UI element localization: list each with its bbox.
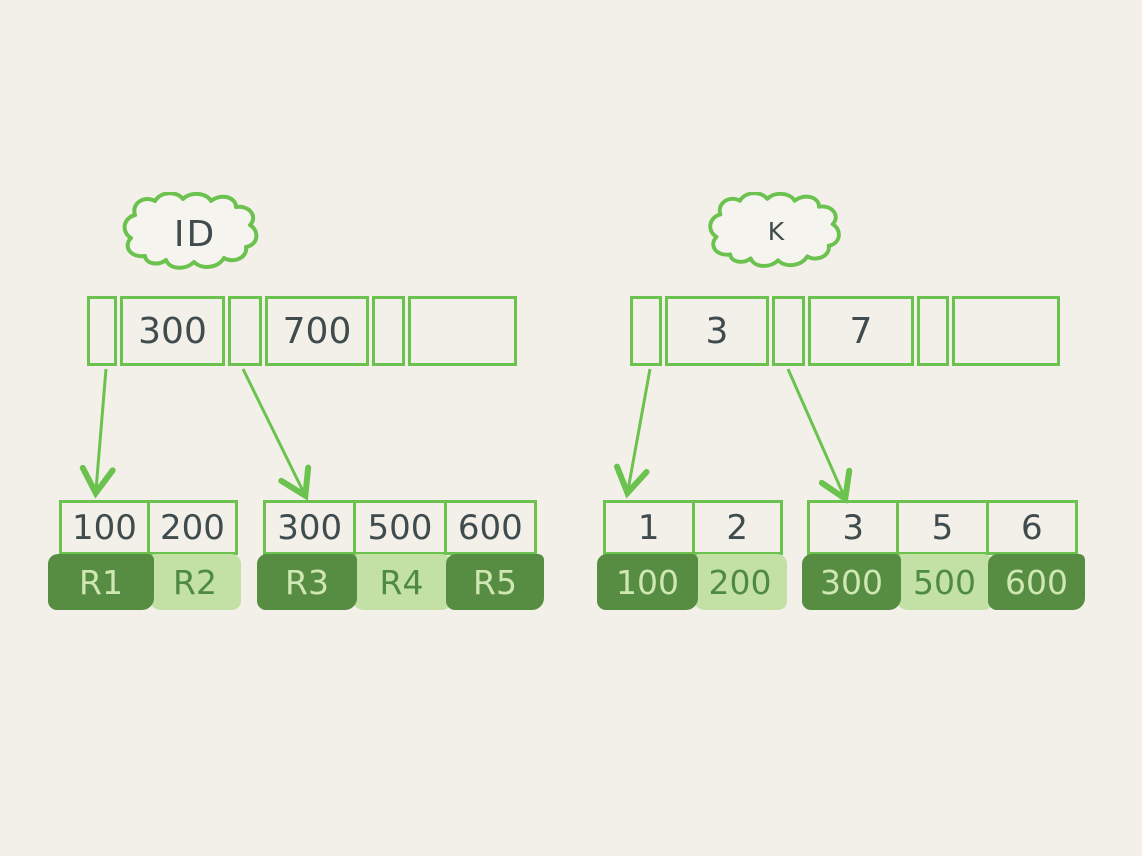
arrow-k-root-to-leaf1 <box>613 368 652 499</box>
leaf-key-cell: 100 <box>72 507 137 548</box>
value-block: 200 <box>693 554 787 610</box>
root-node: 3 7 <box>630 296 1060 366</box>
leaf-key-cell: 600 <box>443 503 534 552</box>
root-pointer-cell <box>630 296 662 366</box>
record-block: R3 <box>257 554 357 610</box>
root-key-cell: 300 <box>120 296 225 366</box>
root-empty-cell <box>952 296 1060 366</box>
arrow-k-root-to-leaf2 <box>786 368 853 504</box>
record-block: R4 <box>352 554 451 610</box>
record-row: R3 R4 R5 <box>257 554 545 610</box>
root-pointer-cell <box>772 296 805 366</box>
root-pointer-cell <box>372 296 405 366</box>
index-name-label: K <box>767 216 787 246</box>
record-block: R1 <box>48 554 154 610</box>
root-node: 300 700 <box>87 296 517 366</box>
record-row: R1 R2 <box>48 554 241 610</box>
arrow-id-root-to-leaf1 <box>79 368 116 499</box>
leaf-node: 100 200 <box>59 500 238 555</box>
root-key-cell: 7 <box>808 296 914 366</box>
leaf-key-cell: 200 <box>147 503 235 552</box>
root-pointer-cell <box>87 296 117 366</box>
leaf-node: 300 500 600 <box>263 500 537 555</box>
leaf-key-cell: 1 <box>637 507 660 548</box>
leaf-key-cell: 3 <box>842 507 864 548</box>
arrow-id-root-to-leaf2 <box>241 368 312 501</box>
index-name-label: ID <box>173 213 217 255</box>
value-block: 600 <box>988 554 1085 610</box>
leaf-key-cell: 500 <box>353 503 443 552</box>
leaf-key-cell: 5 <box>896 503 985 552</box>
root-key-cell: 700 <box>265 296 369 366</box>
leaf-node: 1 2 <box>603 500 783 555</box>
root-empty-cell <box>408 296 517 366</box>
leaf-key-cell: 2 <box>691 503 781 552</box>
value-block: 100 <box>597 554 698 610</box>
root-pointer-cell <box>917 296 949 366</box>
value-block: 500 <box>896 554 993 610</box>
value-row: 300 500 600 <box>802 554 1085 610</box>
leaf-key-cell: 6 <box>985 503 1075 552</box>
root-key-cell: 3 <box>665 296 769 366</box>
record-block: R5 <box>446 554 544 610</box>
leaf-key-cell: 300 <box>277 507 343 548</box>
record-block: R2 <box>149 554 241 610</box>
value-block: 300 <box>802 554 901 610</box>
leaf-node: 3 5 6 <box>807 500 1078 555</box>
value-row: 100 200 <box>597 554 787 610</box>
root-pointer-cell <box>228 296 262 366</box>
